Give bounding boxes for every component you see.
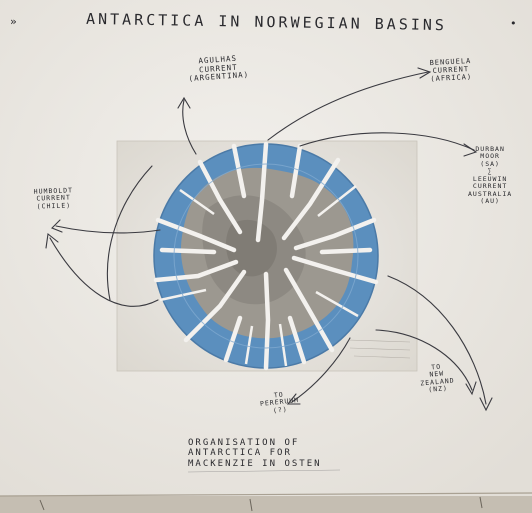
label-right-stack: DURBAN MOOR (SA) ∑ LEEUWIN CURRENT AUSTR…: [468, 146, 512, 206]
corner-mark-right: •: [510, 18, 518, 31]
label-left: HUMBOLDT CURRENT (CHILE): [34, 187, 74, 211]
board-bottom: [0, 496, 532, 513]
label-benguela: BENGUELA CURRENT (AFRICA): [429, 57, 472, 83]
label-agulhas: AGULHAS CURRENT (ARGENTINA): [187, 54, 249, 84]
sketch-caption: ORGANISATION OF ANTARCTICA FOR MACKENZIE…: [188, 438, 322, 469]
label-bottom-right: TO NEW ZEALAND (NZ): [419, 363, 456, 396]
corner-mark-left: »: [10, 16, 18, 29]
label-bottom: TO PERERUUM (?): [259, 390, 300, 416]
